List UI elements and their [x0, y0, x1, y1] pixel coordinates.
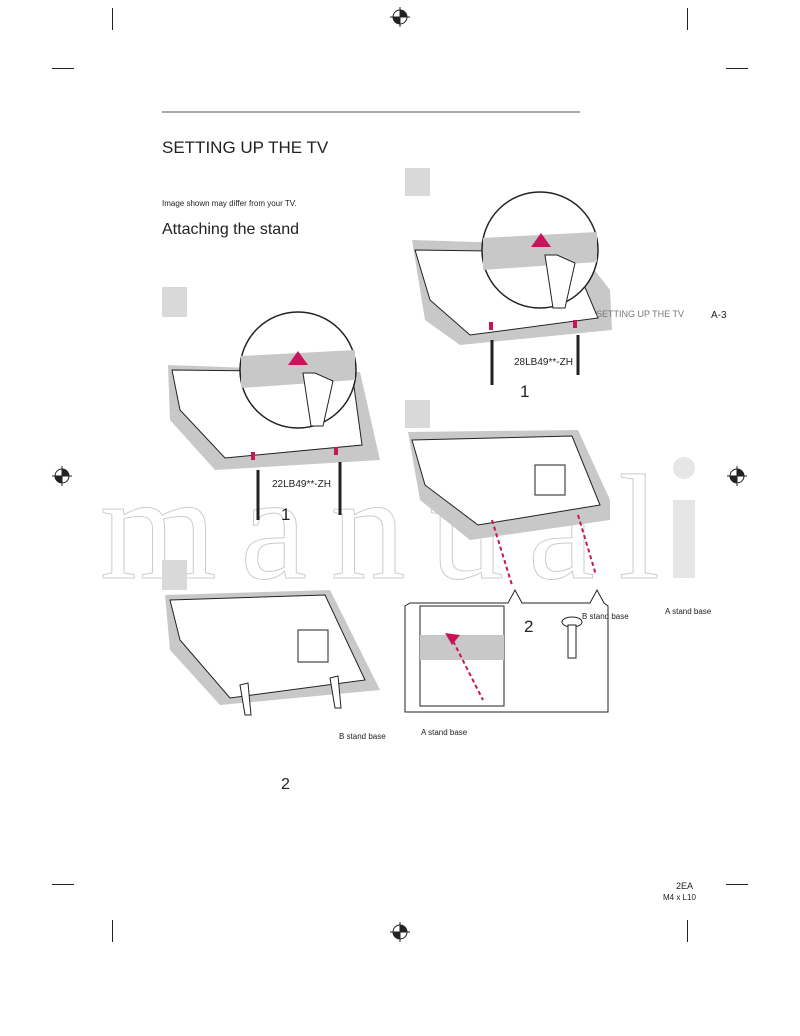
part-label: A stand base	[665, 607, 712, 616]
step-box	[162, 560, 187, 590]
subtitle: Attaching the stand	[162, 221, 299, 238]
page-number: 2	[281, 776, 290, 793]
crop-mark	[112, 8, 113, 30]
part-label: B stand base	[339, 732, 386, 741]
tv-illustration-28	[412, 191, 612, 385]
screw-quantity: 2EA	[676, 881, 694, 891]
screw-size: M4 x L10	[663, 893, 696, 902]
step-box	[162, 287, 187, 317]
step-number: 2	[524, 617, 534, 636]
watermark-logo	[673, 500, 695, 578]
watermark-logo	[673, 457, 695, 479]
step-number: 1	[281, 505, 291, 524]
crop-mark	[52, 68, 74, 69]
crop-mark	[687, 920, 688, 942]
registration-mark-icon	[389, 921, 411, 943]
tv-illustration-back	[408, 430, 610, 586]
model-label: 28LB49**-ZH	[514, 357, 573, 368]
registration-mark-icon	[51, 465, 73, 487]
registration-mark-icon	[726, 465, 748, 487]
note-text: Image shown may differ from your TV.	[162, 199, 297, 208]
section-title: SETTING UP THE TV	[162, 138, 329, 157]
header-page-number: A-3	[711, 310, 727, 321]
step-box	[405, 400, 430, 428]
registration-mark-icon	[389, 6, 411, 28]
tv-illustration-stand	[165, 590, 380, 716]
crop-mark	[687, 8, 688, 30]
crop-mark	[52, 884, 74, 885]
crop-mark	[726, 68, 748, 69]
part-label: A stand base	[421, 728, 468, 737]
part-label: B stand base	[582, 612, 629, 621]
crop-mark	[726, 884, 748, 885]
header-section: SETTING UP THE TV	[596, 309, 685, 319]
screw-callout	[404, 588, 609, 713]
step-number: 1	[520, 382, 530, 401]
crop-mark	[112, 920, 113, 942]
model-label: 22LB49**-ZH	[272, 479, 331, 490]
tv-illustration-22	[168, 311, 380, 520]
step-box	[405, 168, 430, 196]
